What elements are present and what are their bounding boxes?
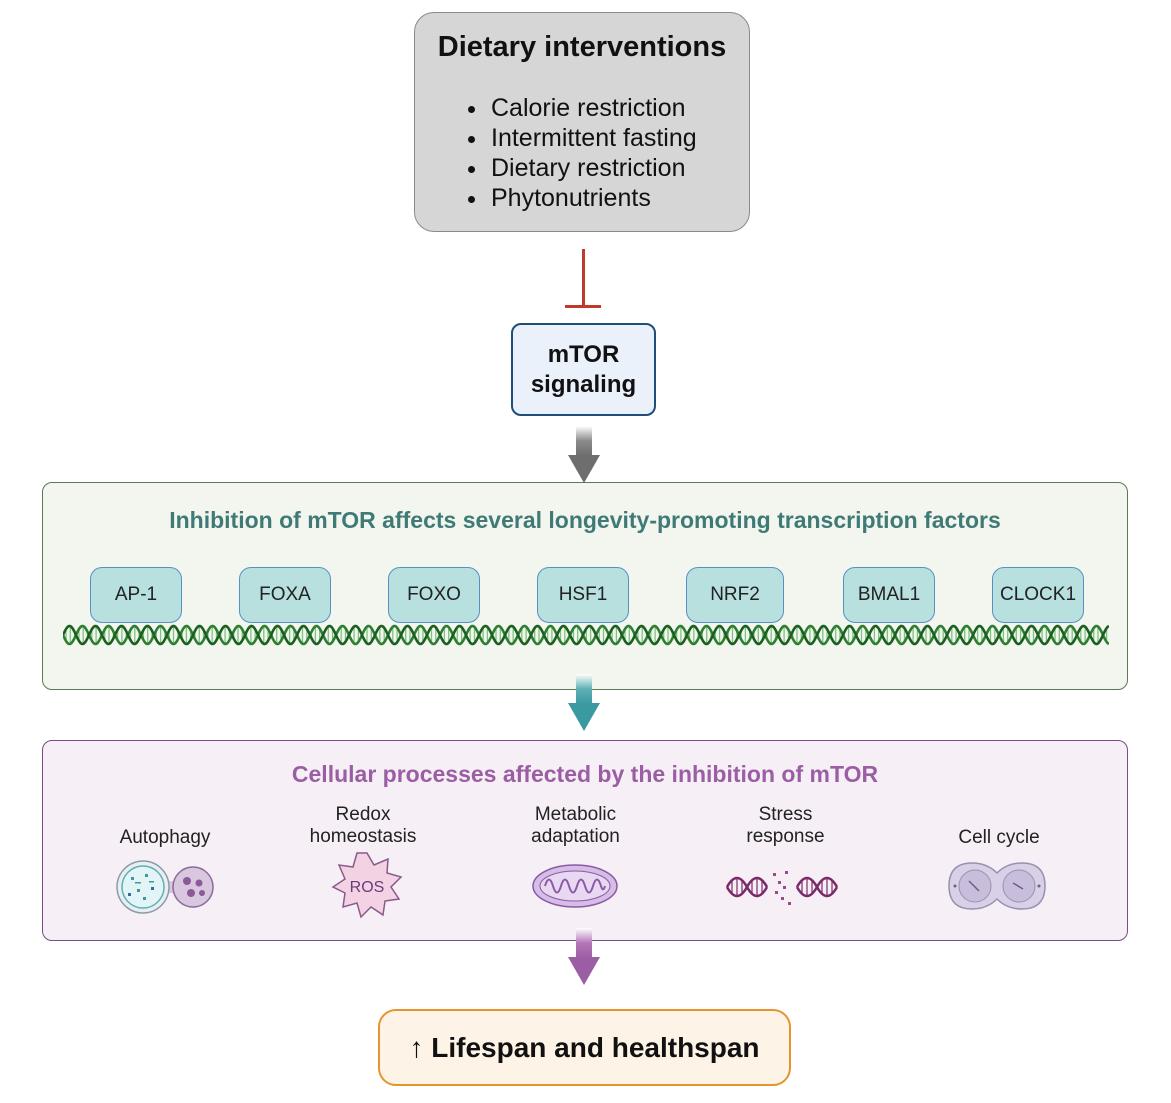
- dna-helix-icon: [63, 624, 1109, 646]
- teal-down-arrow-icon: [568, 674, 600, 731]
- tf-panel-title: Inhibition of mTOR affects several longe…: [169, 507, 1001, 533]
- autophagosome-icon: [116, 860, 214, 914]
- diet-item: Dietary restriction: [489, 153, 697, 183]
- tf-foxo: FOXO: [388, 567, 480, 623]
- dietary-interventions-box: Dietary interventions Calorie restrictio…: [414, 12, 750, 232]
- process-label-redox: Redox homeostasis: [309, 804, 417, 847]
- process-label-cell-cycle: Cell cycle: [958, 827, 1040, 848]
- ros-icon: ROS: [331, 852, 403, 919]
- processes-panel-title: Cellular processes affected by the inhib…: [291, 761, 879, 787]
- mtor-signaling-label: mTOR signaling: [530, 340, 637, 398]
- tf-bmal1: BMAL1: [843, 567, 935, 623]
- ros-label: ROS: [350, 879, 385, 896]
- process-label-stress: Stress response: [746, 804, 825, 847]
- tf-hsf1: HSF1: [537, 567, 629, 623]
- mitochondrion-icon: [532, 864, 618, 908]
- tf-foxa: FOXA: [239, 567, 331, 623]
- process-label-autophagy: Autophagy: [119, 827, 211, 848]
- diet-item: Calorie restriction: [489, 93, 697, 123]
- process-label-metabolic: Metabolic adaptation: [531, 804, 620, 847]
- diet-item: Intermittent fasting: [489, 123, 697, 153]
- dividing-cell-icon: [948, 862, 1046, 910]
- diet-item: Phytonutrients: [489, 183, 697, 213]
- tf-nrf2: NRF2: [686, 567, 784, 623]
- purple-down-arrow-icon: [568, 928, 600, 985]
- inhibition-bar-icon: [565, 305, 601, 308]
- dietary-interventions-title: Dietary interventions: [437, 31, 727, 63]
- tf-clock1: CLOCK1: [992, 567, 1084, 623]
- gray-down-arrow-icon: [568, 426, 600, 483]
- mtor-signaling-box: mTOR signaling: [511, 323, 656, 416]
- tf-ap1: AP-1: [90, 567, 182, 623]
- damaged-dna-icon: [725, 871, 839, 905]
- dna-backbone: [63, 624, 1109, 646]
- dietary-interventions-list: Calorie restriction Intermittent fasting…: [459, 93, 697, 213]
- transcription-factor-panel: Inhibition of mTOR affects several longe…: [42, 482, 1128, 690]
- cellular-processes-panel: Cellular processes affected by the inhib…: [42, 740, 1128, 941]
- inhibition-connector: [582, 249, 585, 307]
- outcome-box: ↑ Lifespan and healthspan: [378, 1009, 791, 1086]
- outcome-label: ↑ Lifespan and healthspan: [409, 1031, 760, 1063]
